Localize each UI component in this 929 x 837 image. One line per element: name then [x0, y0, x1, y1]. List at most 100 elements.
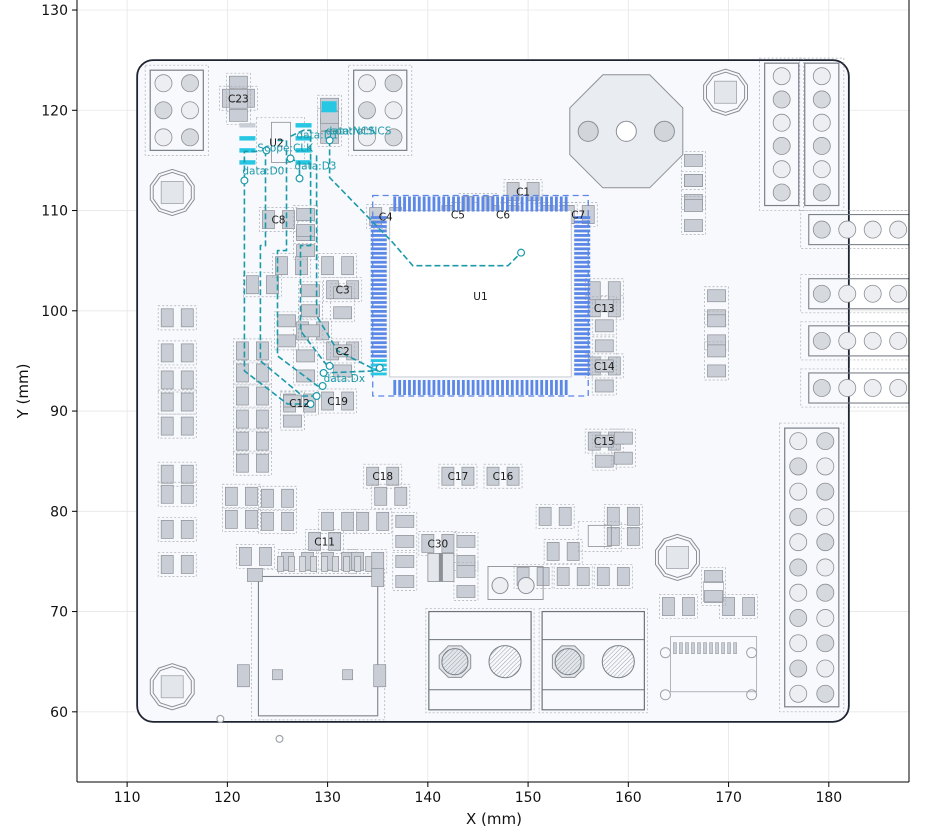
- passive-footprint-pad: [277, 334, 296, 348]
- x-tick-label: 180: [815, 790, 842, 806]
- ic-pin: [476, 379, 480, 396]
- passive-footprint-courtyard: [318, 253, 358, 279]
- ic-pin: [408, 379, 411, 396]
- footprint-c3-courtyard: [323, 277, 363, 303]
- usb-pin: [721, 642, 725, 654]
- ic-u2-pad: [295, 136, 312, 141]
- passive-footprint-pad: [321, 511, 334, 531]
- terminal-courtyard: [538, 608, 648, 714]
- passive-footprint-courtyard: [610, 428, 636, 468]
- ic-pin: [574, 318, 591, 322]
- passive-footprint-courtyard: [591, 336, 617, 376]
- ic-pin: [370, 283, 387, 286]
- header-pin: [789, 684, 808, 703]
- sot-chip-tab: [438, 553, 443, 582]
- terminal-outline: [541, 610, 645, 711]
- ic-pin: [403, 196, 406, 212]
- passive-footprint-pad: [225, 509, 238, 529]
- passive-footprint-pad: [301, 324, 320, 338]
- passive-footprint-pad: [707, 289, 726, 303]
- ic-pin: [370, 292, 387, 295]
- ic-pin: [370, 238, 387, 242]
- header-pin: [816, 457, 835, 476]
- ic-pin: [574, 368, 591, 371]
- ic-pin: [559, 379, 563, 396]
- ic-pin: [481, 379, 485, 396]
- ic-u2-pad: [239, 148, 256, 153]
- passive-footprint-courtyard: [157, 413, 197, 439]
- ic-pin: [370, 305, 387, 309]
- usb-pin: [733, 642, 737, 654]
- header-pin: [789, 482, 808, 501]
- passive-footprint-pad: [626, 506, 640, 526]
- ic-pin: [564, 196, 568, 212]
- ic-pin: [481, 196, 485, 212]
- footprint-c2-courtyard: [323, 338, 363, 364]
- via: [262, 146, 271, 155]
- hole-pad: [615, 120, 637, 142]
- sd-slot-pin: [277, 556, 284, 572]
- ref-label-c14: C14: [594, 361, 615, 373]
- ic-pin: [574, 265, 591, 269]
- mounting-hole-pad: [160, 181, 184, 204]
- footprint-c30-pad: [421, 534, 435, 553]
- passive-footprint-pad: [301, 304, 320, 318]
- passive-footprint-pad: [259, 547, 272, 566]
- passive-footprint-pad: [333, 364, 353, 378]
- sd-slot-pad: [272, 669, 283, 681]
- header-pin: [789, 634, 808, 653]
- side-header-courtyard: [800, 368, 909, 408]
- passive-footprint-pad: [236, 409, 249, 429]
- passive-footprint-courtyard: [392, 511, 418, 551]
- passive-footprint-courtyard: [293, 221, 318, 261]
- qfn-courtyard: [577, 520, 622, 552]
- header-pin: [181, 74, 199, 93]
- passive-footprint-pad: [684, 174, 703, 187]
- passive-footprint-pad: [301, 284, 320, 298]
- ic-pin: [370, 269, 387, 273]
- passive-footprint-courtyard: [317, 94, 342, 134]
- ic-pin: [540, 379, 544, 396]
- passive-footprint-courtyard: [293, 346, 318, 386]
- passive-footprint-pad: [606, 526, 620, 546]
- passive-footprint-courtyard: [591, 356, 617, 396]
- passive-footprint-courtyard: [258, 508, 297, 534]
- passive-footprint-pad: [613, 431, 633, 445]
- sd-slot-pad: [373, 664, 387, 688]
- passive-footprint-pad: [538, 506, 552, 526]
- usb-pin: [727, 642, 731, 654]
- terminal-screw-hatch: [488, 645, 522, 679]
- passive-footprint-pad: [546, 542, 560, 561]
- passive-footprint-courtyard: [719, 594, 758, 619]
- ic-pin: [574, 305, 591, 309]
- ic-pin: [370, 296, 387, 300]
- ic-pin: [574, 274, 591, 278]
- usb-pin: [715, 642, 719, 654]
- y-tick-label: 70: [50, 605, 68, 621]
- passive-footprint-pad: [160, 308, 174, 328]
- passive-footprint-pad: [160, 392, 174, 412]
- x-tick-label: 160: [615, 790, 642, 806]
- passive-footprint-pad: [245, 486, 258, 506]
- header-pin: [384, 101, 403, 120]
- passive-footprint-courtyard: [701, 567, 726, 606]
- side-header-outline: [808, 278, 909, 310]
- passive-footprint-courtyard: [591, 431, 617, 471]
- ref-label-u2: U2: [269, 137, 283, 149]
- passive-footprint-pad: [684, 219, 703, 232]
- passive-footprint-pad: [662, 597, 675, 616]
- passive-footprint-pad: [594, 434, 614, 448]
- footprint-c19-pad: [321, 391, 334, 411]
- passive-footprint-courtyard: [330, 341, 356, 381]
- header-pin: [789, 457, 808, 476]
- ic-pin: [545, 196, 548, 212]
- ref-label-c4: C4: [379, 212, 393, 224]
- header-pin: [789, 609, 808, 627]
- passive-footprint-pad: [281, 488, 294, 508]
- side-header-pin: [889, 379, 908, 397]
- passive-footprint-courtyard: [603, 523, 643, 549]
- passive-footprint-pad: [341, 256, 355, 276]
- ref-label-c11: C11: [314, 536, 335, 548]
- ic-pin: [461, 196, 465, 212]
